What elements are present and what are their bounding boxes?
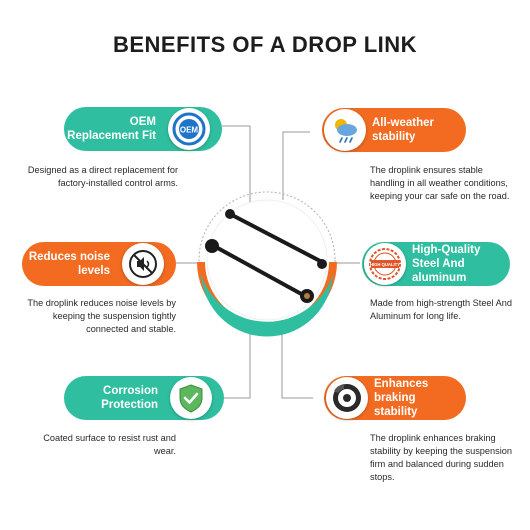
connector-line bbox=[282, 131, 310, 200]
benefit-description: Coated surface to resist rust and wear. bbox=[43, 433, 176, 456]
drop-link-rods bbox=[212, 212, 324, 298]
connector-line bbox=[224, 320, 251, 399]
joint-cap bbox=[304, 293, 310, 299]
teal-ring bbox=[200, 272, 334, 337]
benefit-description: Made from high-strength Steel And Alumin… bbox=[370, 298, 512, 321]
benefit-label: All-weather stability bbox=[372, 117, 434, 143]
benefit-label: Corrosion Protection bbox=[101, 385, 158, 411]
benefit-pill-braking: Enhances braking stability bbox=[324, 376, 466, 420]
oem-badge-text: OEM bbox=[180, 126, 199, 135]
dotted-ring bbox=[198, 191, 336, 329]
quality-badge-text: HIGH QUALITY bbox=[370, 262, 400, 267]
no-noise-icon bbox=[122, 243, 164, 285]
page-title: BENEFITS OF A DROP LINK bbox=[112, 32, 418, 57]
benefit-description: The droplink reduces noise levels by kee… bbox=[27, 298, 176, 334]
quality-badge-icon: HIGH QUALITY bbox=[364, 243, 406, 285]
ball-joint bbox=[205, 239, 219, 253]
ball-joint bbox=[225, 209, 235, 219]
brake-disc-icon bbox=[326, 377, 368, 419]
connector-line bbox=[222, 125, 251, 205]
benefit-pill-oem: OEM Replacement Fit OEM bbox=[64, 107, 222, 151]
benefit-pill-corrosion: Corrosion Protection bbox=[64, 376, 224, 420]
benefit-pill-noise: Reduces noise levels bbox=[22, 242, 176, 286]
benefit-description: The droplink enhances braking stability … bbox=[370, 433, 512, 482]
benefit-label: High-Quality Steel And aluminum bbox=[412, 244, 481, 284]
weather-cloud-icon bbox=[324, 109, 366, 151]
benefit-label: Enhances braking stability bbox=[374, 378, 429, 418]
benefit-description: Designed as a direct replacement for fac… bbox=[27, 165, 178, 188]
connector-line bbox=[281, 320, 313, 399]
benefit-description: The droplink ensures stable handling in … bbox=[370, 165, 510, 201]
shield-check-icon bbox=[170, 377, 212, 419]
benefit-pill-quality: High-Quality Steel And aluminum HIGH QUA… bbox=[362, 242, 510, 286]
benefit-pill-weather: All-weather stability bbox=[322, 108, 466, 152]
oem-badge-icon: OEM bbox=[168, 108, 210, 150]
ball-joint bbox=[317, 259, 327, 269]
benefit-label: Reduces noise levels bbox=[28, 251, 110, 277]
benefit-label: OEM Replacement Fit bbox=[67, 116, 156, 142]
